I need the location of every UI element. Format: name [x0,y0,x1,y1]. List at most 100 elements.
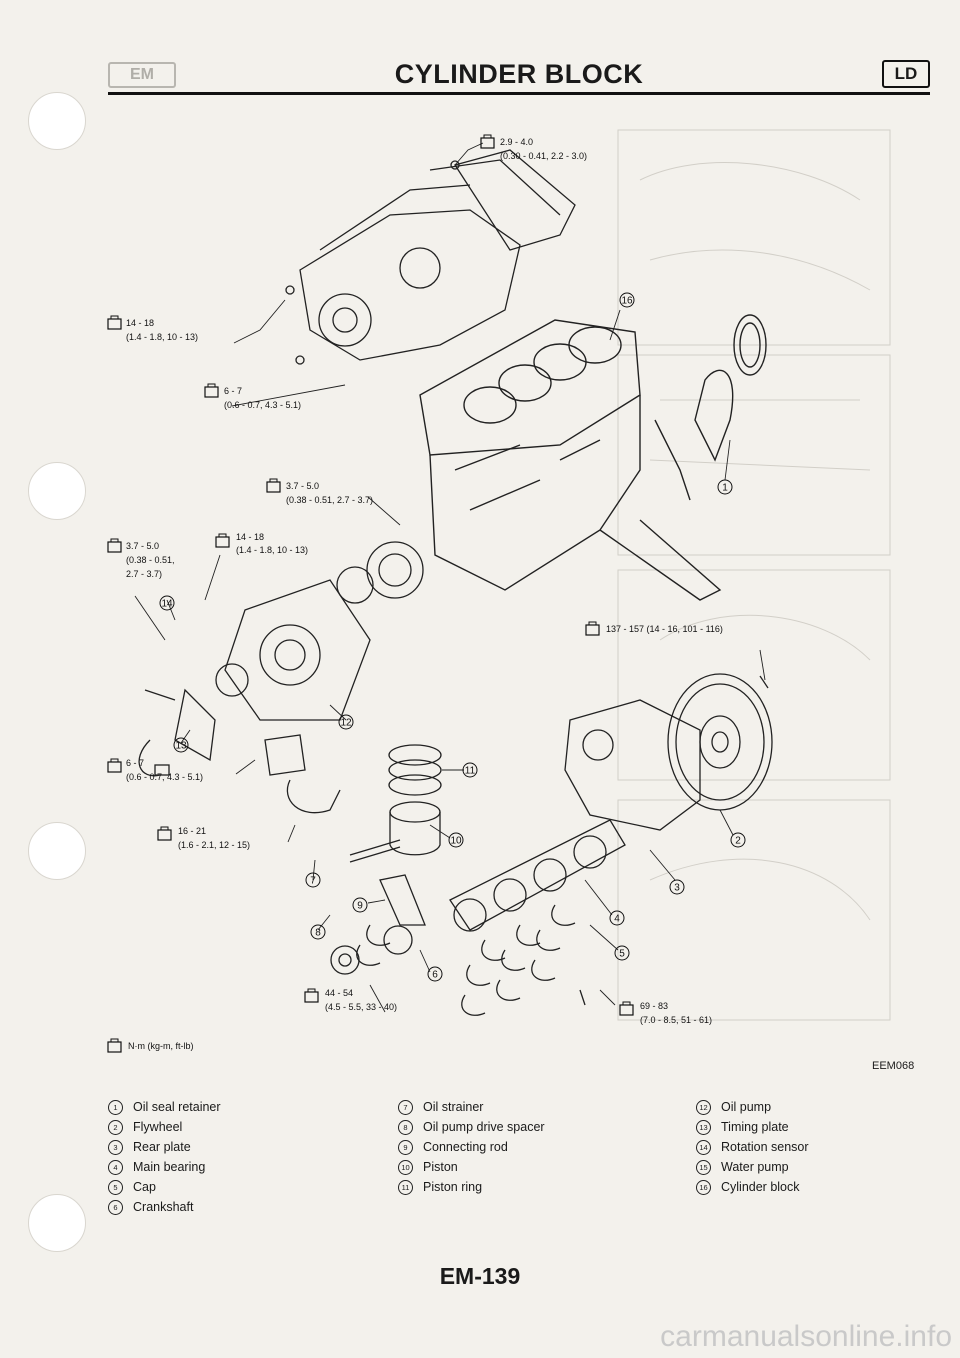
legend-number: 1 [108,1100,123,1115]
torque-value: 6 - 7 [126,758,144,768]
torque-value: 3.7 - 5.0 [286,481,319,491]
legend-label: Oil pump drive spacer [423,1120,545,1134]
torque-value-alt: (1.4 - 1.8, 10 - 13) [236,545,308,555]
piston-group [330,744,442,975]
callout-14: 14 [159,595,175,611]
torque-value: 137 - 157 (14 - 16, 101 - 116) [606,624,723,634]
legend-label: Cylinder block [721,1180,800,1194]
legend-item: 2 Flywheel [108,1117,221,1137]
torque-value: 16 - 21 [178,826,206,836]
legend-number: 7 [398,1100,413,1115]
figure-code: EEM068 [872,1060,915,1072]
legend-number: 6 [108,1200,123,1215]
torque-value: 6 - 7 [224,386,242,396]
legend-label: Crankshaft [133,1200,194,1214]
svg-text:6: 6 [432,970,438,981]
callout-4: 4 [609,910,625,926]
callout-10: 10 [448,832,464,848]
torque-value-alt: (0.38 - 0.51, 2.7 - 3.7) [286,495,373,505]
binder-hole [28,462,86,520]
svg-text:13: 13 [175,741,187,752]
torque-value-alt: (0.30 - 0.41, 2.2 - 3.0) [500,151,587,161]
legend-column-1: 1 Oil seal retainer 2 Flywheel 3 Rear plate… [108,1097,221,1217]
callout-16: 16 [619,292,635,308]
legend-number: 9 [398,1140,413,1155]
torque-value: 14 - 18 [236,532,264,542]
engine-badge: LD [882,60,930,88]
legend-label: Connecting rod [423,1140,508,1154]
torque-value-alt: (0.6 - 0.7, 4.3 - 5.1) [126,772,203,782]
legend-number: 4 [108,1160,123,1175]
callout-7: 7 [305,872,321,888]
legend-label: Water pump [721,1160,789,1174]
legend-number: 15 [696,1160,711,1175]
torque-spec: 2.9 - 4.0 (0.30 - 0.41, 2.2 - 3.0) [480,134,587,161]
svg-text:16: 16 [621,296,633,307]
legend-number: 2 [108,1120,123,1135]
page-title: CYLINDER BLOCK [394,59,644,89]
svg-text:11: 11 [465,766,476,777]
svg-text:2: 2 [735,836,741,847]
unit-note-text: N·m (kg-m, ft-lb) [128,1041,194,1051]
binder-hole [28,92,86,150]
legend-number: 3 [108,1140,123,1155]
legend-label: Piston ring [423,1180,483,1194]
water-pump [285,149,576,365]
svg-text:14: 14 [161,599,173,610]
torque-value-alt: (0.6 - 0.7, 4.3 - 5.1) [224,400,301,410]
callout-11: 11 [462,762,478,778]
svg-text:10: 10 [450,836,462,847]
torque-value-alt: (7.0 - 8.5, 51 - 61) [640,1015,712,1025]
svg-text:8: 8 [315,928,321,939]
torque-value-alt: (4.5 - 5.5, 33 - 40) [325,1002,397,1012]
oil-pump-group [138,541,424,814]
binder-hole [28,1194,86,1252]
torque-spec: 6 - 7 (0.6 - 0.7, 4.3 - 5.1) [107,758,203,782]
legend-label: Main bearing [133,1160,206,1174]
legend-label: Rear plate [133,1140,191,1154]
legend-number: 13 [696,1120,711,1135]
svg-text:4: 4 [614,914,620,925]
legend-item: 3 Rear plate [108,1137,221,1157]
legend-label: Oil strainer [423,1100,484,1114]
torque-spec-labels: 2.9 - 4.0 (0.30 - 0.41, 2.2 - 3.0) 14 - … [107,134,723,1053]
torque-spec: 3.7 - 5.0 (0.38 - 0.51, 2.7 - 3.7) [266,478,373,505]
callout-8: 8 [310,924,326,940]
torque-value: 3.7 - 5.0 [126,541,159,551]
torque-value: 69 - 83 [640,1001,668,1011]
torque-spec: 137 - 157 (14 - 16, 101 - 116) [585,621,723,636]
legend-number: 14 [696,1140,711,1155]
cylinder-block [419,314,767,601]
svg-text:12: 12 [340,718,352,729]
legend-item: 6 Crankshaft [108,1197,221,1217]
torque-value-alt: (1.4 - 1.8, 10 - 13) [126,332,198,342]
legend-item: 15 Water pump [696,1157,809,1177]
page-number: EM-139 [439,1263,521,1289]
callout-3: 3 [669,879,685,895]
watermark: carmanualsonline.info [660,1320,952,1353]
binder-hole [28,822,86,880]
callout-6: 6 [427,966,443,982]
callout-13: 13 [173,737,189,753]
svg-text:3: 3 [674,883,680,894]
legend-item: 1 Oil seal retainer [108,1097,221,1117]
background-illustrations [617,129,891,1021]
legend-item: 4 Main bearing [108,1157,221,1177]
svg-text:9: 9 [357,901,363,912]
torque-value-alt: 2.7 - 3.7) [126,569,162,579]
legend-label: Flywheel [133,1120,183,1134]
svg-text:5: 5 [619,949,625,960]
torque-spec: 14 - 18 (1.4 - 1.8, 10 - 13) [107,315,198,342]
legend-number: 8 [398,1120,413,1135]
legend-label: Piston [423,1160,458,1174]
torque-value: 14 - 18 [126,318,154,328]
legend-label: Oil seal retainer [133,1100,221,1114]
torque-spec: 44 - 54 (4.5 - 5.5, 33 - 40) [304,988,397,1012]
